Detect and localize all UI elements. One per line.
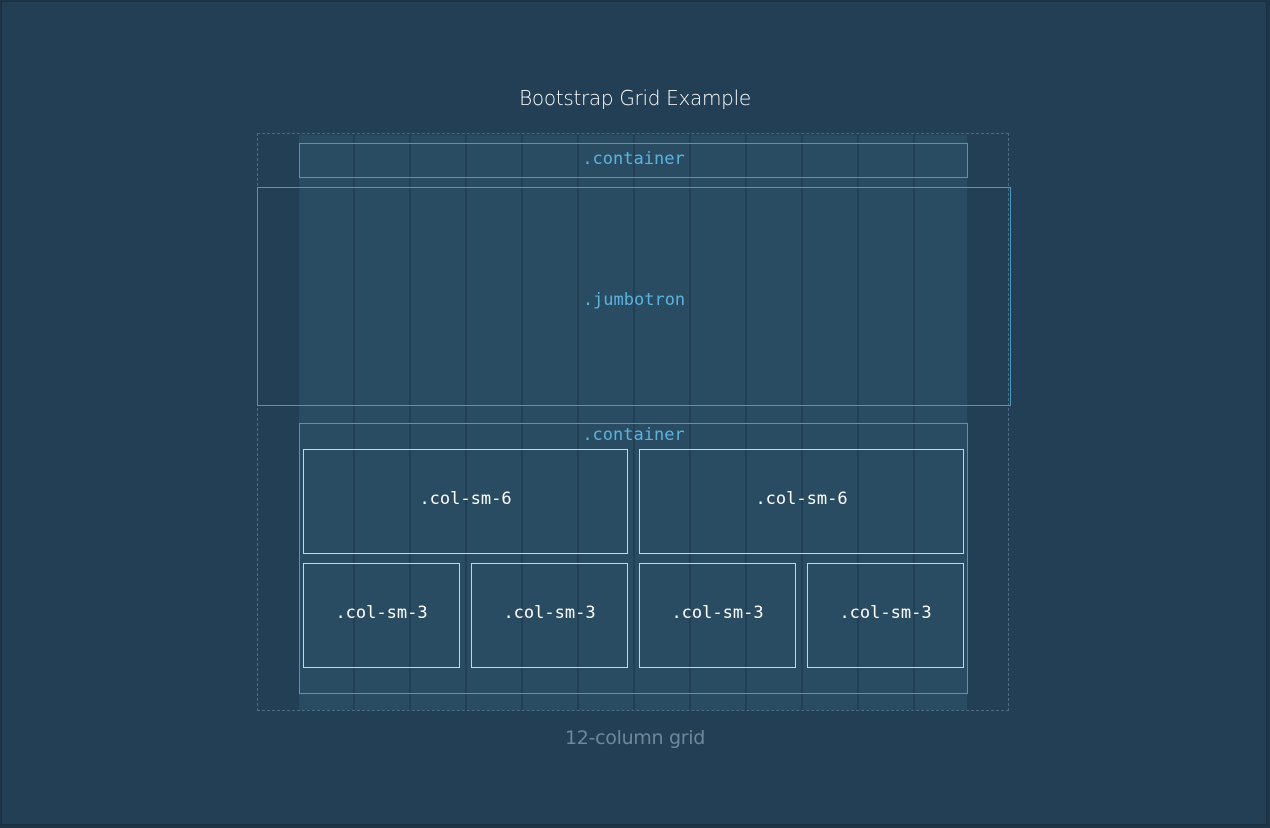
grid-column — [915, 135, 967, 710]
top-container-box: .container — [299, 143, 968, 178]
grid-column — [859, 135, 913, 710]
grid-column — [411, 135, 465, 710]
grid-column — [579, 135, 633, 710]
col-sm-3-cell: .col-sm-3 — [807, 563, 964, 668]
grid-column — [355, 135, 409, 710]
col-sm-6-cell: .col-sm-6 — [303, 449, 628, 554]
diagram-caption: 12-column grid — [564, 727, 706, 749]
col-sm-3-cell: .col-sm-3 — [303, 563, 460, 668]
grid-column — [299, 135, 353, 710]
diagram-title: Bootstrap Grid Example — [519, 86, 751, 110]
grid-column — [691, 135, 745, 710]
grid-column — [747, 135, 801, 710]
col-sm-3-label: .col-sm-3 — [503, 603, 596, 623]
col-sm-6-label: .col-sm-6 — [419, 489, 512, 509]
col-sm-6-label: .col-sm-6 — [755, 489, 848, 509]
col-sm-3-cell: .col-sm-3 — [639, 563, 796, 668]
grid-column — [467, 135, 521, 710]
jumbotron-box: .jumbotron — [257, 187, 1011, 406]
col-sm-3-label: .col-sm-3 — [671, 603, 764, 623]
bottom-container-box: .container — [299, 423, 968, 694]
grid-column — [635, 135, 689, 710]
grid-column — [803, 135, 857, 710]
grid-column — [523, 135, 577, 710]
col-sm-3-label: .col-sm-3 — [839, 603, 932, 623]
top-container-label: .container — [582, 149, 685, 169]
viewport-outline — [257, 133, 1009, 711]
bottom-container-label: .container — [582, 425, 685, 445]
jumbotron-label: .jumbotron — [582, 290, 686, 310]
col-sm-6-cell: .col-sm-6 — [639, 449, 964, 554]
col-sm-3-cell: .col-sm-3 — [471, 563, 628, 668]
col-sm-3-label: .col-sm-3 — [335, 603, 428, 623]
